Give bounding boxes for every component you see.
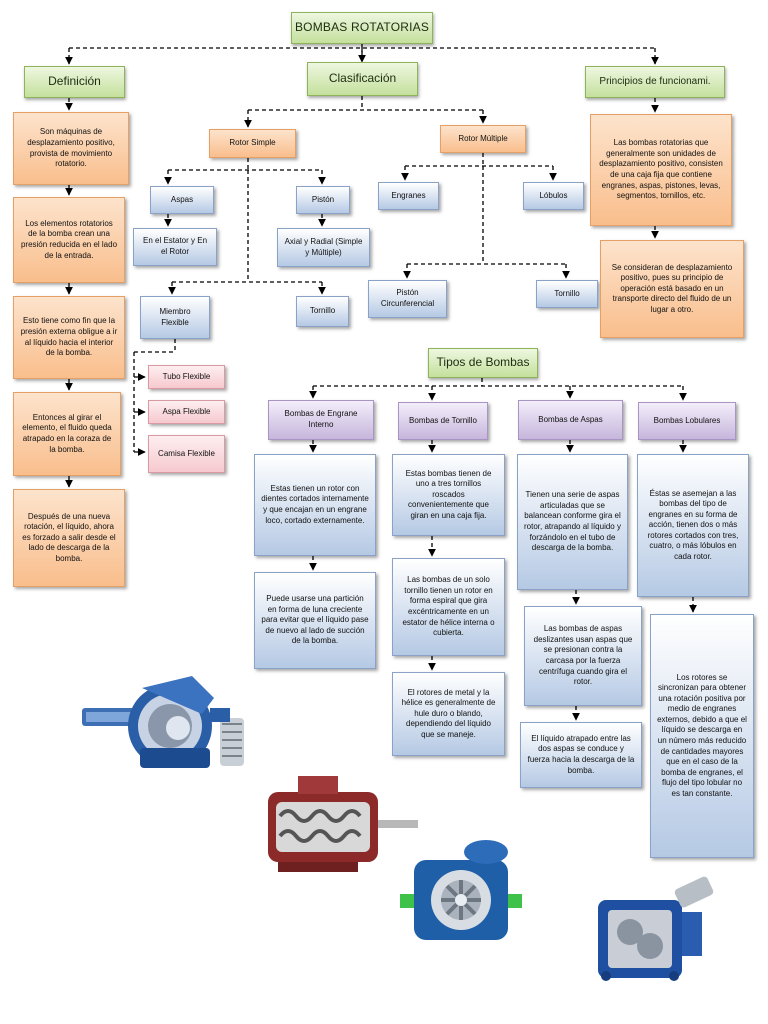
header-clasificacion: Clasificación bbox=[307, 62, 418, 96]
rotor-multiple: Rotor Múltiple bbox=[440, 125, 526, 153]
piston-circunferencial: Pistón Circunferencial bbox=[368, 280, 447, 318]
aspas-tipo-detail-3: El líquido atrapado entre las dos aspas … bbox=[520, 722, 642, 788]
header-definicion: Definición bbox=[24, 66, 125, 98]
tornillo-simple: Tornillo bbox=[296, 296, 349, 327]
aspa-flexible: Aspa Flexible bbox=[148, 400, 225, 424]
lobe-pump-image bbox=[598, 876, 714, 981]
aspas-detail: En el Estator y En el Rotor bbox=[133, 228, 217, 266]
header-tipos: Tipos de Bombas bbox=[428, 348, 538, 378]
miembro-flexible: Miembro Flexible bbox=[140, 296, 210, 339]
main-title: BOMBAS ROTATORIAS bbox=[291, 12, 433, 44]
camisa-flexible: Camisa Flexible bbox=[148, 435, 225, 473]
gear-pump-image bbox=[400, 840, 522, 940]
lobulos: Lóbulos bbox=[523, 182, 584, 210]
tipo-aspas: Bombas de Aspas bbox=[518, 400, 623, 440]
tornillo-detail-1: Estas bombas tienen de uno a tres tornil… bbox=[392, 454, 505, 536]
tornillo-multiple: Tornillo bbox=[536, 280, 598, 308]
aspas-tipo-detail-2: Las bombas de aspas deslizantes usan asp… bbox=[524, 606, 642, 706]
lobular-detail-1: Éstas se asemejan a las bombas del tipo … bbox=[637, 454, 749, 597]
aspas-tipo-detail-1: Tienen una serie de aspas articuladas qu… bbox=[517, 454, 628, 590]
tipo-lobulares: Bombas Lobulares bbox=[638, 402, 736, 440]
tornillo-detail-3: El rotores de metal y la hélice es gener… bbox=[392, 672, 505, 756]
rotor-simple: Rotor Simple bbox=[209, 129, 296, 158]
lobular-detail-2: Los rotores se sincronizan para obtener … bbox=[650, 614, 754, 858]
principio-2: Se consideran de desplazamiento positivo… bbox=[600, 240, 744, 338]
definicion-step-2: Los elementos rotatorios de la bomba cre… bbox=[13, 197, 125, 283]
engrane-detail-1: Estas tienen un rotor con dientes cortad… bbox=[254, 454, 376, 556]
header-principios: Principios de funcionami. bbox=[585, 66, 725, 98]
piston-detail: Axial y Radial (Simple y Múltiple) bbox=[277, 228, 370, 267]
engranes: Engranes bbox=[378, 182, 439, 210]
tubo-flexible: Tubo Flexible bbox=[148, 365, 225, 389]
internal-gear-pump-image bbox=[82, 676, 244, 768]
definicion-step-4: Entonces al girar el elemento, el fluido… bbox=[13, 392, 121, 476]
definicion-step-1: Son máquinas de desplazamiento positivo,… bbox=[13, 112, 129, 185]
engrane-detail-2: Puede usarse una partición en forma de l… bbox=[254, 572, 376, 669]
principio-1: Las bombas rotatorias que generalmente s… bbox=[590, 114, 732, 226]
tipo-tornillo: Bombas de Tornillo bbox=[398, 402, 488, 440]
tornillo-detail-2: Las bombas de un solo tornillo tienen un… bbox=[392, 558, 505, 656]
definicion-step-3: Esto tiene como fin que la presión exter… bbox=[13, 296, 125, 379]
tipo-engrane-interno: Bombas de Engrane Interno bbox=[268, 400, 374, 440]
screw-pump-image bbox=[268, 776, 418, 872]
definicion-step-5: Después de una nueva rotación, el líquid… bbox=[13, 489, 125, 587]
aspas: Aspas bbox=[150, 186, 214, 214]
piston: Pistón bbox=[296, 186, 350, 214]
